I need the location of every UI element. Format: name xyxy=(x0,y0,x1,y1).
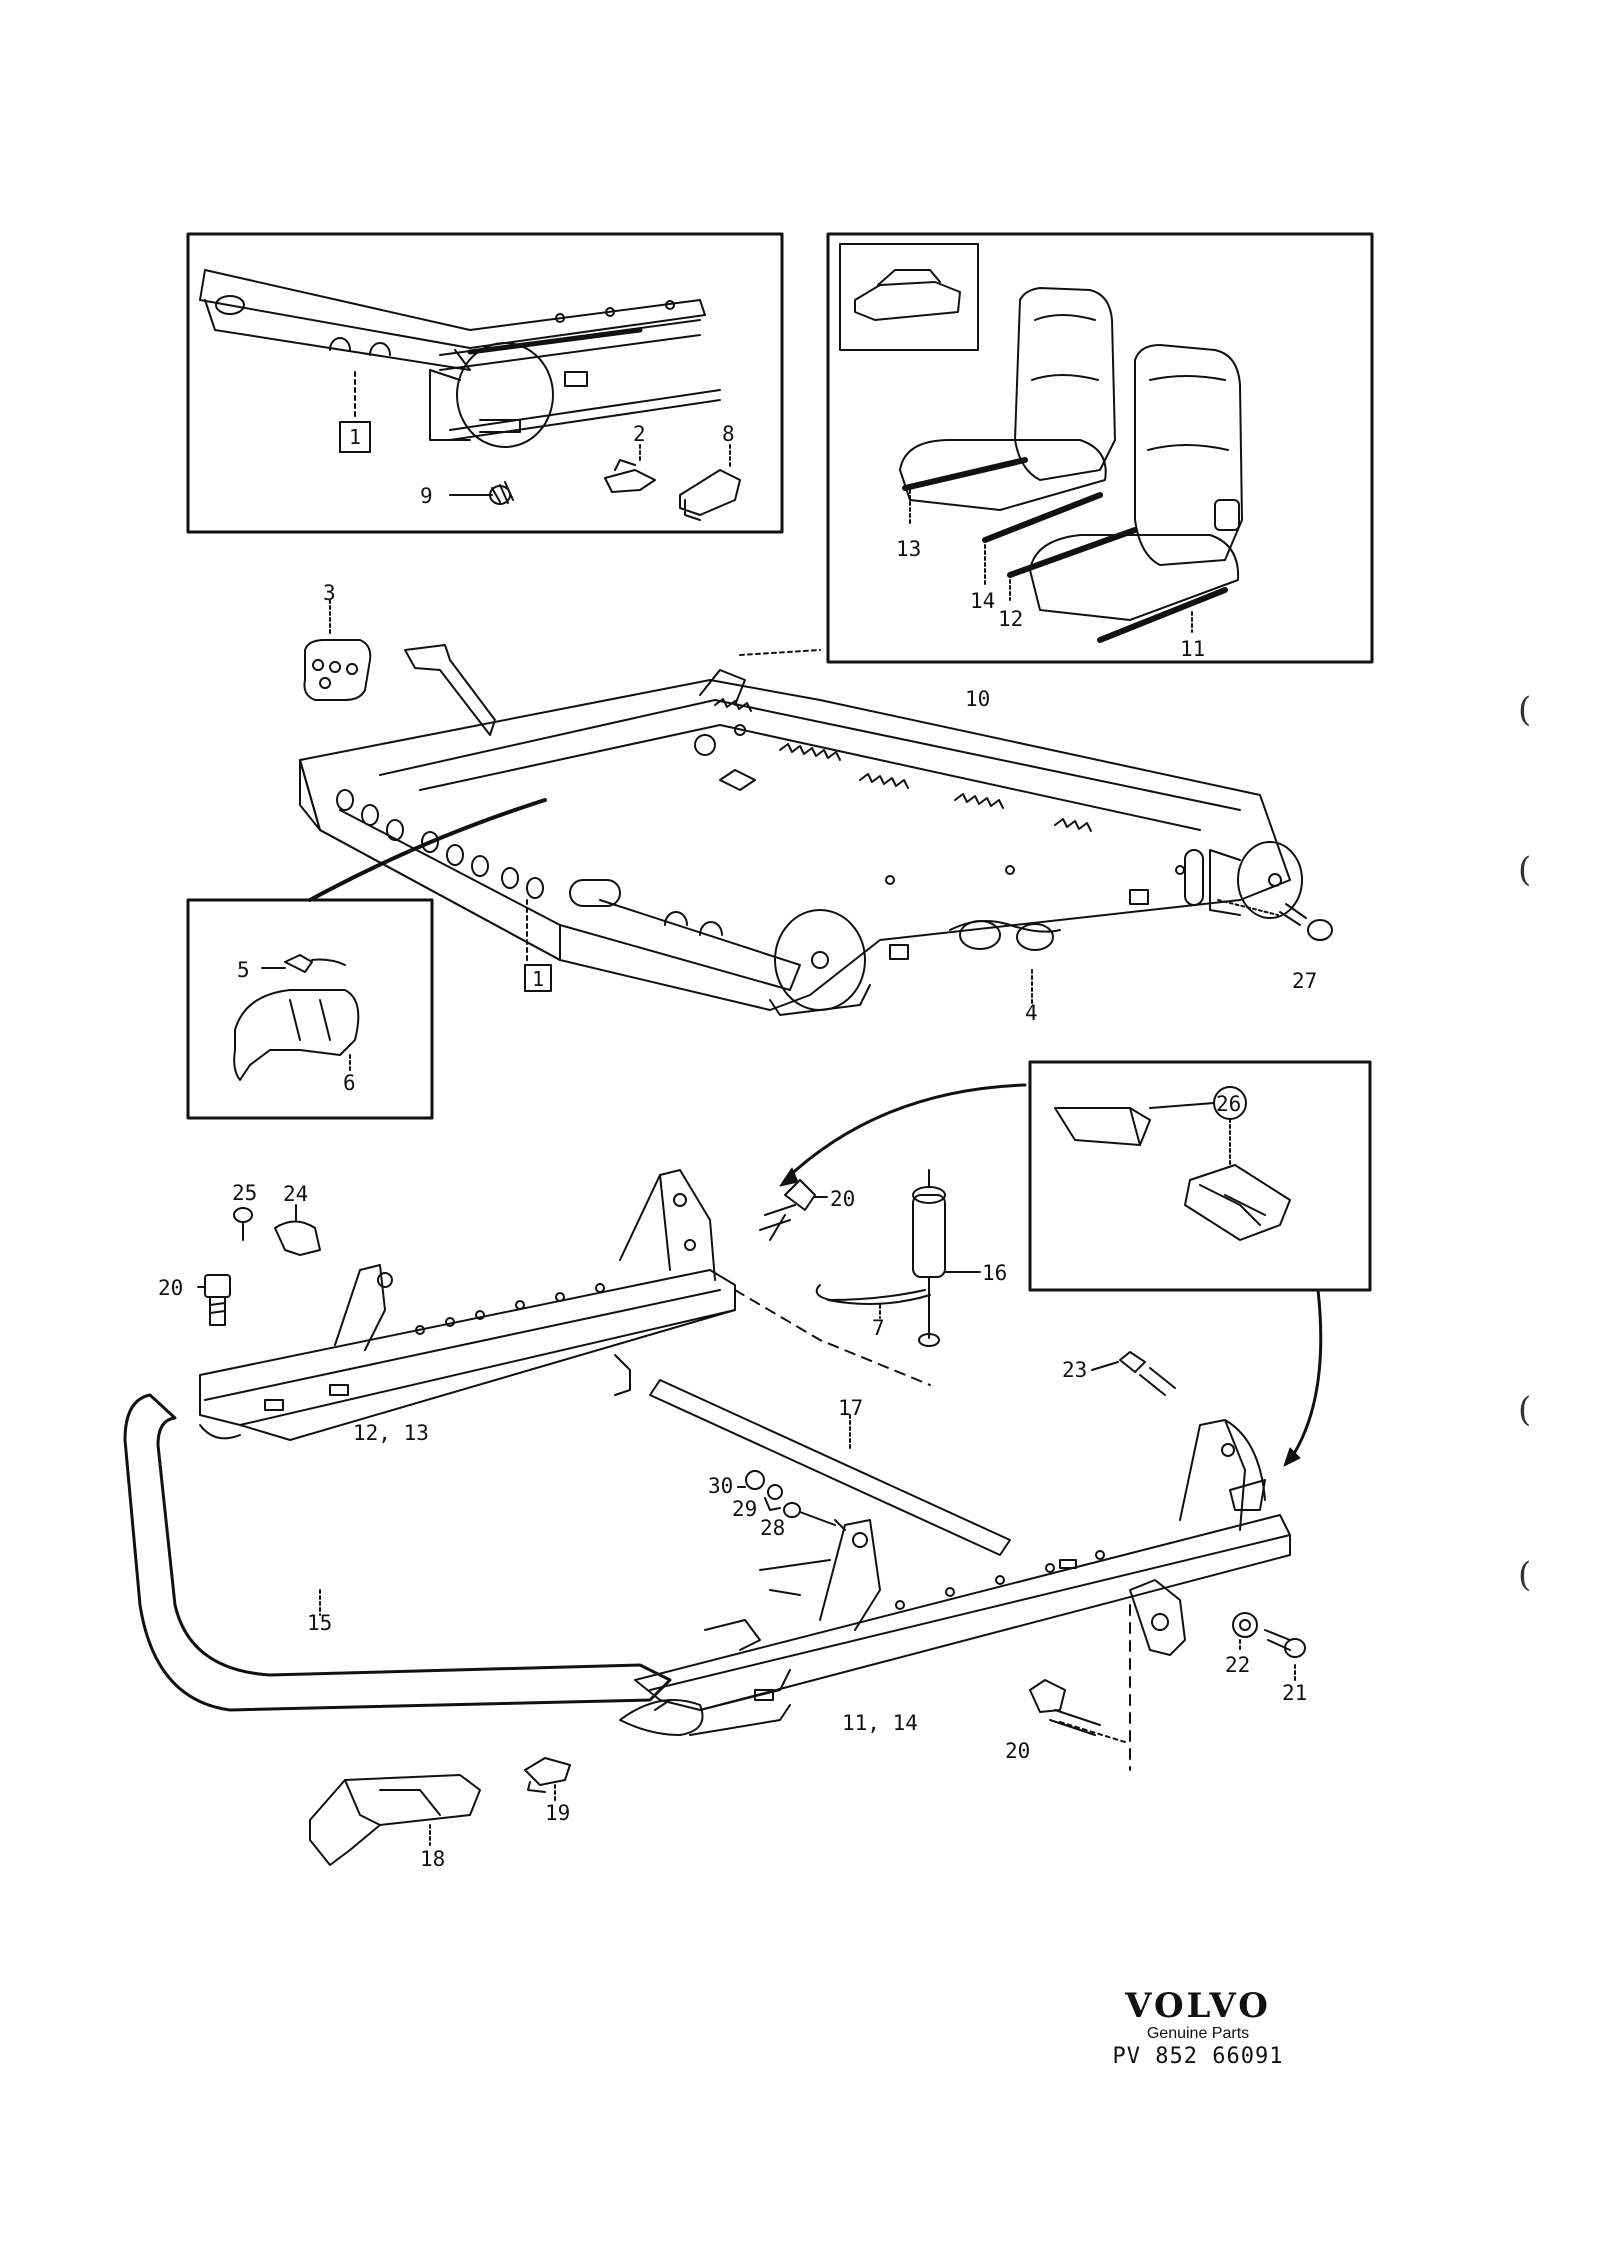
callout-5: 5 xyxy=(237,958,250,982)
callout-4: 4 xyxy=(1025,1001,1038,1025)
callout-17: 17 xyxy=(838,1396,863,1420)
margin-mark-4: ( xyxy=(1518,1555,1532,1595)
brand-logo: VOLVO xyxy=(1125,1986,1271,2026)
callout-15: 15 xyxy=(307,1611,332,1635)
callout-20-left: 20 xyxy=(158,1276,183,1300)
callout-6: 6 xyxy=(343,1071,356,1095)
inset-top-left xyxy=(188,234,782,532)
margin-mark-1: ( xyxy=(1518,690,1532,730)
callout-8: 8 xyxy=(722,422,735,446)
callout-3: 3 xyxy=(323,581,336,605)
callout-22: 22 xyxy=(1225,1653,1250,1677)
callout-18: 18 xyxy=(420,1847,445,1871)
callout-9: 9 xyxy=(420,484,433,508)
callout-11-14: 11, 14 xyxy=(842,1711,918,1735)
margin-mark-2: ( xyxy=(1518,850,1532,890)
callout-29: 29 xyxy=(732,1497,757,1521)
callout-30: 30 xyxy=(708,1474,733,1498)
callout-19: 19 xyxy=(545,1801,570,1825)
callout-21: 21 xyxy=(1282,1681,1307,1705)
callout-20-top: 20 xyxy=(830,1187,855,1211)
callout-25: 25 xyxy=(232,1181,257,1205)
inset-top-right xyxy=(828,234,1372,662)
brand-subtitle: Genuine Parts xyxy=(1146,2025,1250,2042)
callout-11: 11 xyxy=(1180,637,1205,661)
callout-7: 7 xyxy=(872,1316,885,1340)
callout-1-inset: 1 xyxy=(349,425,361,449)
callout-16: 16 xyxy=(982,1261,1007,1285)
callout-12-13: 12, 13 xyxy=(353,1421,429,1445)
callout-27: 27 xyxy=(1292,969,1317,993)
seat-rail-assembly xyxy=(125,1170,1305,1865)
callout-1-main: 1 xyxy=(532,967,544,991)
brand-block: VOLVO Genuine Parts PV 852 66091 xyxy=(1108,1988,1288,2070)
callout-2: 2 xyxy=(633,422,646,446)
callout-20-bottom: 20 xyxy=(1005,1739,1030,1763)
callout-10: 10 xyxy=(965,687,990,711)
callout-12: 12 xyxy=(998,607,1023,631)
seat-frame-assembly xyxy=(300,600,1332,1015)
callout-24: 24 xyxy=(283,1182,308,1206)
inset-bottom-right xyxy=(780,1062,1370,1466)
callout-labels: 1 2 8 9 13 14 12 11 3 10 1 4 27 5 6 26 2… xyxy=(158,422,1317,1871)
callout-28: 28 xyxy=(760,1516,785,1540)
diagram-code: PV 852 66091 xyxy=(1112,2044,1284,2069)
callout-13: 13 xyxy=(896,537,921,561)
margin-mark-3: ( xyxy=(1518,1390,1532,1430)
inset-mid-left xyxy=(188,900,432,1118)
callout-14: 14 xyxy=(970,589,995,613)
callout-26: 26 xyxy=(1216,1092,1241,1116)
callout-23: 23 xyxy=(1062,1358,1087,1382)
